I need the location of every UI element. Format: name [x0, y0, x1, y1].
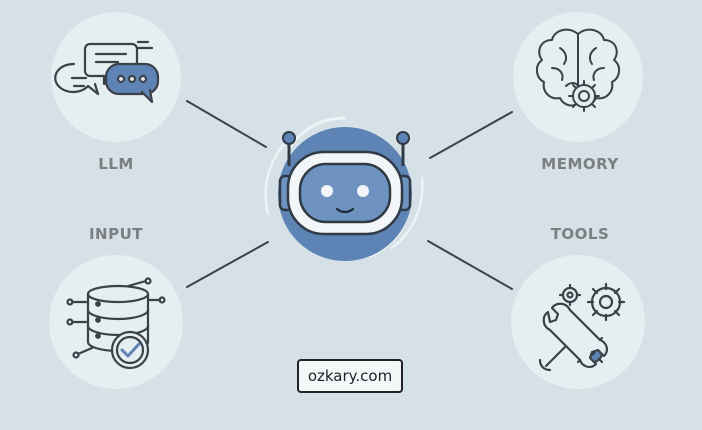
brain-gear-icon — [536, 28, 620, 112]
chat-bubbles-icon — [54, 40, 160, 104]
input-label: INPUT — [88, 225, 144, 243]
connector-input — [186, 241, 269, 288]
site-badge[interactable]: ozkary.com — [297, 359, 403, 393]
robot-head-icon — [264, 116, 424, 261]
database-check-icon — [66, 277, 166, 370]
memory-label: MEMORY — [541, 155, 619, 173]
wrench-gears-icon — [538, 282, 626, 372]
tools-label: TOOLS — [550, 225, 610, 243]
connector-llm — [186, 100, 267, 148]
connector-lines — [186, 100, 513, 290]
input-node — [49, 255, 183, 389]
llm-label: LLM — [98, 155, 134, 173]
connector-tools — [427, 240, 513, 290]
connector-memory — [429, 111, 513, 159]
